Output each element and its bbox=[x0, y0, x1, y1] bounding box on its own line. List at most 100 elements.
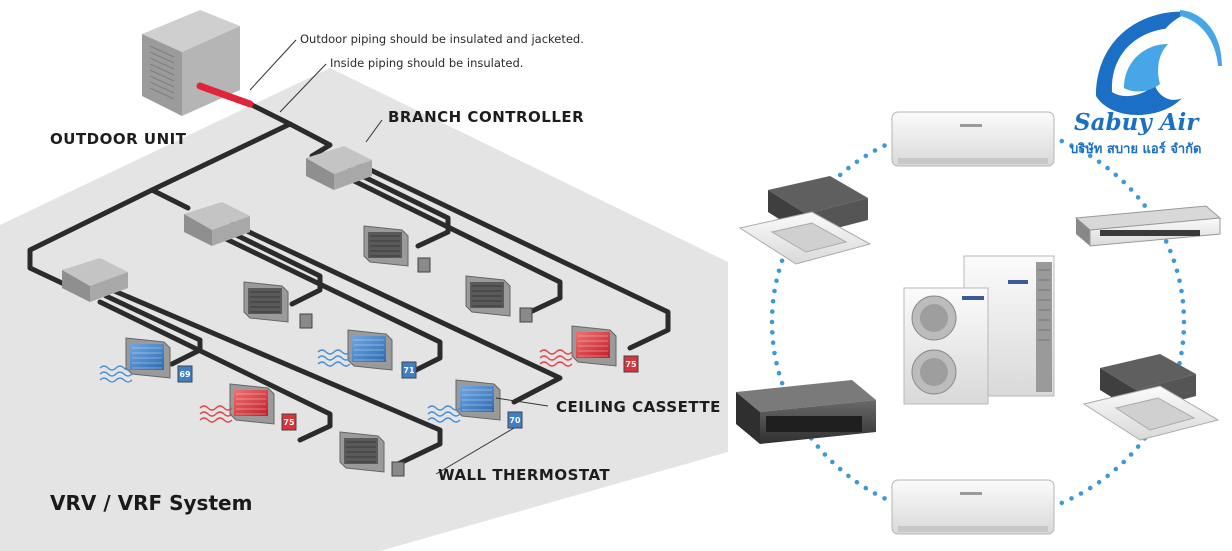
wall-split-unit-bottom bbox=[891, 479, 1055, 535]
ring-dot bbox=[1181, 330, 1186, 335]
thermostat-2: 75 bbox=[281, 413, 297, 431]
branch-controller-3 bbox=[306, 146, 372, 190]
note-inside-piping: Inside piping should be insulated. bbox=[330, 56, 523, 70]
floor-plane bbox=[0, 68, 728, 551]
thermostat-3: 71 bbox=[401, 361, 417, 379]
svg-text:69: 69 bbox=[179, 370, 191, 379]
ring-dot bbox=[1180, 340, 1186, 346]
leader-lines bbox=[249, 39, 549, 475]
ring-dot bbox=[1181, 309, 1186, 314]
indoor-cassette-unit bbox=[571, 325, 617, 367]
ring-dot bbox=[882, 496, 887, 501]
thermostat-4: 70 bbox=[507, 411, 523, 429]
label-branch-controller: BRANCH CONTROLLER bbox=[388, 108, 584, 126]
indoor-units bbox=[125, 225, 617, 473]
ring-dot bbox=[1113, 172, 1119, 178]
ring-dot bbox=[770, 309, 775, 314]
center-condenser-unit bbox=[903, 255, 1055, 405]
ring-dot bbox=[770, 299, 776, 304]
ring-dot bbox=[1121, 459, 1126, 465]
ring-dot bbox=[769, 319, 775, 325]
ceiling-cassette-unit-right bbox=[1082, 354, 1220, 441]
ring-dot bbox=[1168, 248, 1173, 254]
ducted-unit-left bbox=[736, 380, 876, 444]
thermostat-5: 75 bbox=[623, 355, 639, 373]
ring-dot bbox=[822, 452, 828, 457]
svg-text:71: 71 bbox=[403, 366, 415, 375]
svg-text:บริษัท สบาย แอร์ จำกัด: บริษัท สบาย แอร์ จำกัด bbox=[1070, 141, 1201, 157]
label-wall-thermostat: WALL THERMOSTAT bbox=[438, 466, 610, 484]
thermostats-off bbox=[299, 257, 533, 477]
ring-dot bbox=[774, 360, 779, 366]
ring-dot bbox=[1135, 195, 1141, 200]
ring-dot bbox=[779, 258, 785, 264]
svg-text:75: 75 bbox=[625, 360, 637, 369]
ring-dot bbox=[1177, 278, 1182, 284]
ring-dot bbox=[1078, 148, 1084, 153]
ring-dot bbox=[863, 153, 869, 159]
ring-dot bbox=[1059, 138, 1065, 144]
ring-dot bbox=[1171, 258, 1177, 264]
ring-dot bbox=[863, 485, 869, 491]
ring-dot bbox=[1163, 239, 1169, 244]
diagram-title: VRV / VRF System bbox=[50, 491, 252, 515]
outdoor-unit bbox=[142, 10, 254, 116]
ring-dot bbox=[854, 159, 860, 165]
ring-dot bbox=[1078, 491, 1084, 496]
ceiling-cassette-unit-left bbox=[738, 176, 872, 265]
ring-dot bbox=[1180, 299, 1186, 304]
indoor-cassette-unit bbox=[229, 383, 275, 425]
ring-dot bbox=[1142, 203, 1147, 208]
ring-dot bbox=[1105, 473, 1110, 479]
branch-controller-2 bbox=[184, 202, 250, 246]
ring-dot bbox=[1096, 159, 1102, 165]
ring-dot bbox=[1128, 452, 1134, 457]
sabuy-air-logo: Sabuy Air บริษัท สบาย แอร์ จำกัด bbox=[1070, 10, 1222, 157]
ring-dot bbox=[1179, 288, 1184, 294]
ring-dot bbox=[1128, 187, 1134, 192]
branch-controller-1 bbox=[62, 258, 128, 302]
wave-logo-icon bbox=[1096, 10, 1222, 115]
indoor-cassette-unit bbox=[455, 379, 501, 421]
ring-dot bbox=[1069, 496, 1074, 501]
ring-dot bbox=[774, 278, 779, 284]
indoor-cassette-unit bbox=[465, 275, 511, 317]
indoor-cassette-unit bbox=[339, 431, 385, 473]
insulated-hot-pipe bbox=[196, 82, 254, 108]
note-outdoor-piping: Outdoor piping should be insulated and j… bbox=[300, 32, 584, 46]
ring-dot bbox=[837, 172, 843, 178]
ring-dot bbox=[1179, 350, 1184, 356]
label-ceiling-cassette: CEILING CASSETTE bbox=[556, 398, 721, 416]
ring-dot bbox=[830, 459, 835, 465]
ring-dot bbox=[815, 444, 821, 449]
ring-dot bbox=[1105, 165, 1110, 171]
ring-dot bbox=[772, 350, 777, 356]
ring-dot bbox=[1181, 319, 1187, 325]
ring-dot bbox=[837, 466, 843, 472]
piping-network bbox=[27, 101, 671, 467]
ring-dot bbox=[872, 148, 878, 153]
ring-dot bbox=[770, 330, 775, 335]
ring-dot bbox=[846, 473, 851, 479]
ring-dot bbox=[1174, 268, 1180, 274]
ring-dot bbox=[1135, 444, 1141, 449]
indoor-cassette-unit bbox=[125, 337, 171, 379]
ring-dot bbox=[770, 340, 776, 346]
svg-text:75: 75 bbox=[283, 418, 295, 427]
ring-dot bbox=[1087, 153, 1093, 159]
ring-dot bbox=[854, 479, 860, 485]
thermostat-1: 69 bbox=[177, 365, 193, 383]
ring-dot bbox=[779, 380, 785, 386]
svg-text:70: 70 bbox=[509, 416, 521, 425]
ring-dot bbox=[1059, 500, 1065, 506]
ring-dot bbox=[1121, 179, 1126, 185]
ring-dot bbox=[1069, 143, 1074, 148]
label-outdoor-unit: OUTDOOR UNIT bbox=[50, 130, 187, 148]
ring-dot bbox=[776, 370, 782, 376]
indoor-cassette-unit bbox=[363, 225, 409, 267]
ring-dot bbox=[1113, 466, 1119, 472]
ring-dot bbox=[776, 268, 782, 274]
wall-split-unit-top bbox=[891, 111, 1055, 167]
ring-dot bbox=[882, 143, 887, 148]
